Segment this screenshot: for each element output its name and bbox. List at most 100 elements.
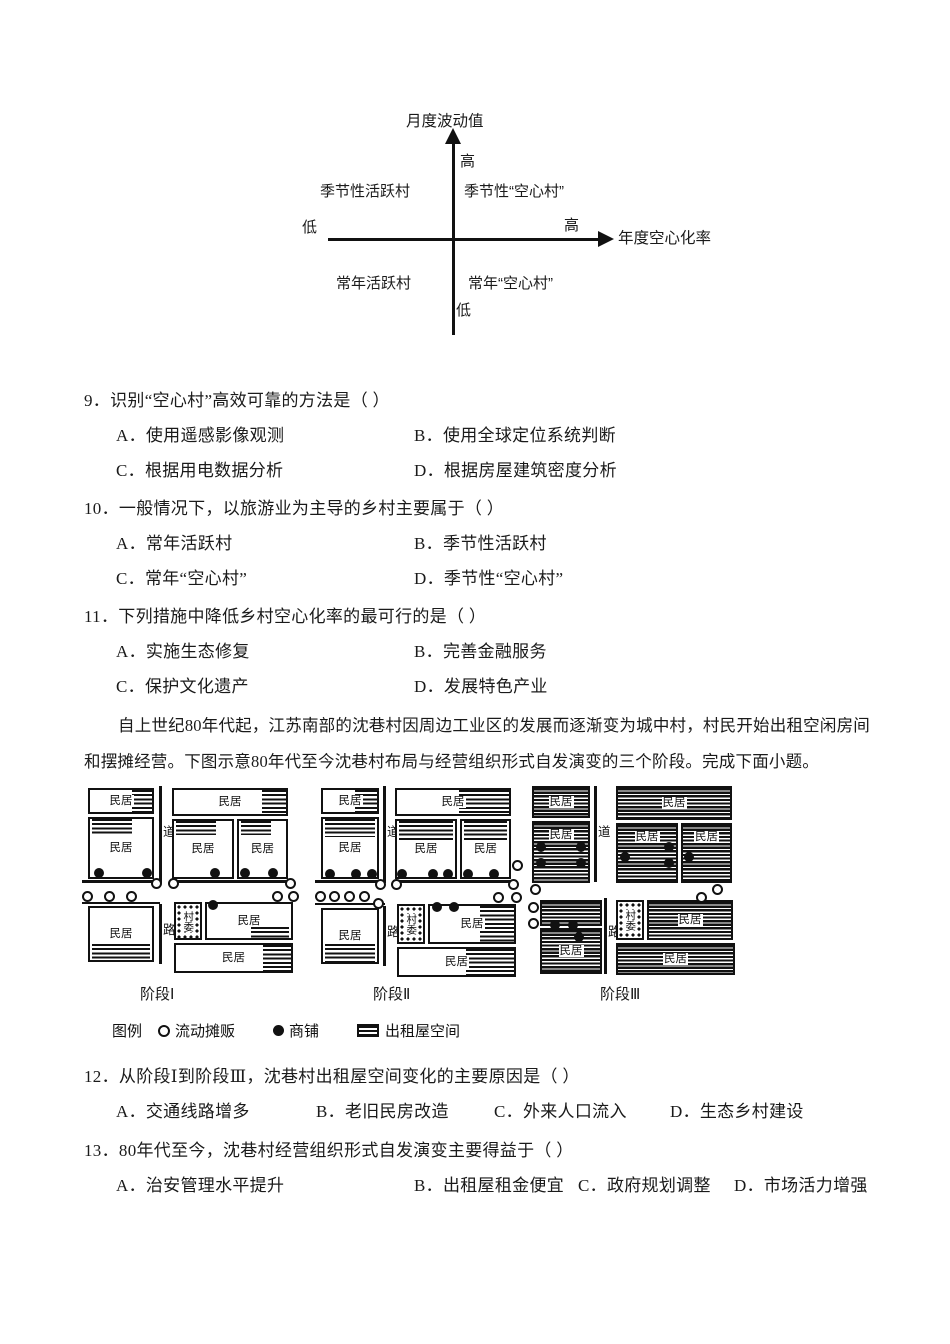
shop-marker	[210, 868, 220, 878]
question-11: 11．下列措施中降低乡村空心化率的最可行的是（ ） A．实施生态修复 B．完善金…	[84, 608, 884, 695]
stage-3-caption: 阶段Ⅲ	[600, 986, 641, 1003]
vendor-marker	[373, 898, 384, 909]
question-11-option-d[interactable]: D．发展特色产业	[414, 677, 548, 696]
building-label: 民居	[236, 914, 262, 928]
question-9-options-row-1: A．使用遥感影像观测 B．使用全球定位系统判断	[116, 427, 884, 444]
question-13-option-a[interactable]: A．治安管理水平提升	[116, 1176, 285, 1195]
question-12-option-d[interactable]: D．生态乡村建设	[670, 1102, 804, 1121]
question-13-option-b[interactable]: B．出租屋租金便宜	[414, 1176, 565, 1195]
table-row: 民居	[88, 788, 154, 814]
question-9-option-c[interactable]: C．根据用电数据分析	[116, 461, 284, 480]
table-row: 民居	[616, 786, 732, 820]
question-13-option-d[interactable]: D．市场活力增强	[734, 1176, 868, 1195]
stage-2-caption: 阶段Ⅱ	[373, 986, 411, 1003]
question-10-option-b[interactable]: B．季节性活跃村	[414, 534, 547, 553]
shop-marker	[664, 858, 674, 868]
shop-marker	[536, 842, 546, 852]
question-9-option-b[interactable]: B．使用全球定位系统判断	[414, 426, 616, 445]
table-row: 民居	[397, 947, 516, 977]
shop-marker	[94, 868, 104, 878]
shop-marker	[325, 869, 335, 879]
building-label: 民居	[337, 929, 363, 943]
question-10: 10．一般情况下，以旅游业为主导的乡村主要属于（ ） A．常年活跃村 B．季节性…	[84, 500, 884, 587]
quadrant-label-bottom-left: 常年活跃村	[336, 275, 412, 292]
question-9-stem: 9．识别“空心村”高效可靠的方法是（ ）	[84, 391, 390, 410]
shop-marker	[489, 869, 499, 879]
vendor-marker	[104, 891, 115, 902]
horizontal-road-left-lower	[82, 902, 160, 905]
horizontal-road-left	[315, 880, 386, 883]
table-row: 民居	[205, 902, 293, 940]
table-row: 民居	[647, 900, 733, 940]
question-10-option-a[interactable]: A．常年活跃村	[116, 534, 233, 553]
question-11-stem: 11．下列措施中降低乡村空心化率的最可行的是（ ）	[84, 607, 487, 626]
building-label: 民居	[634, 830, 660, 844]
legend-title: 图例	[112, 1023, 143, 1040]
shop-marker	[620, 852, 630, 862]
question-11-options-row-1: A．实施生态修复 B．完善金融服务	[116, 643, 884, 660]
building-label: 民居	[473, 842, 498, 856]
question-11-option-b[interactable]: B．完善金融服务	[414, 642, 547, 661]
building-label: 民居	[217, 795, 243, 809]
vendor-marker	[82, 891, 93, 902]
quadrant-classification-figure: 月度波动值 高 低 低 高 年度空心化率 季节性活跃村 季节性“空心村” 常年活…	[0, 100, 950, 360]
building-label: 民居	[337, 841, 363, 855]
building-label: 民居	[413, 842, 439, 856]
question-12: 12．从阶段Ⅰ到阶段Ⅲ，沈巷村出租屋空间变化的主要原因是（ ） A．交通线路增多…	[84, 1068, 884, 1120]
building-label: 民居	[108, 841, 134, 855]
stage-3-diagram: 民居 民居 道 民居 路 民居	[512, 780, 756, 980]
vertical-road	[159, 786, 162, 880]
vendor-marker	[511, 892, 522, 903]
building-label: 民居	[459, 917, 485, 931]
vendor-marker	[375, 879, 386, 890]
question-10-option-d[interactable]: D．季节性“空心村”	[414, 569, 564, 588]
vertical-axis-line	[452, 140, 455, 335]
table-row: 民居	[540, 928, 602, 974]
question-9-option-a[interactable]: A．使用遥感影像观测	[116, 426, 285, 445]
shop-marker	[268, 868, 278, 878]
vendor-marker	[126, 891, 137, 902]
quadrant-label-top-right: 季节性“空心村”	[464, 183, 564, 200]
vendor-marker	[168, 878, 179, 889]
table-row: 民居	[395, 819, 457, 879]
building-label: 民居	[190, 842, 216, 856]
shop-marker	[536, 858, 546, 868]
shop-marker	[664, 842, 674, 852]
vendor-marker	[359, 891, 370, 902]
vertical-road-lower	[159, 904, 162, 964]
vendor-marker	[696, 892, 707, 903]
table-row: 民居	[88, 906, 154, 962]
stage-2-diagram: 民居 民居 道 民居 路 民居 民居	[315, 780, 555, 980]
village-committee-block: 村委	[397, 904, 425, 944]
question-10-stem: 10．一般情况下，以旅游业为主导的乡村主要属于（ ）	[84, 499, 505, 518]
question-9: 9．识别“空心村”高效可靠的方法是（ ） A．使用遥感影像观测 B．使用全球定位…	[84, 392, 884, 479]
building-label: 民居	[440, 795, 466, 809]
vendor-marker	[315, 891, 326, 902]
legend-item-rental: 出租屋空间	[357, 1020, 460, 1041]
building-label: 民居	[663, 952, 688, 966]
circle-hollow-icon	[158, 1024, 171, 1037]
vendor-marker	[344, 891, 355, 902]
shop-marker	[568, 920, 578, 930]
question-9-option-d[interactable]: D．根据房屋建筑密度分析	[414, 461, 617, 480]
shop-marker	[684, 852, 694, 862]
quadrant-label-bottom-right: 常年“空心村”	[468, 275, 553, 292]
question-12-option-a[interactable]: A．交通线路增多	[116, 1102, 250, 1121]
building-label: 民居	[444, 955, 469, 969]
table-row: 民居	[321, 908, 379, 964]
question-11-option-a[interactable]: A．实施生态修复	[116, 642, 250, 661]
question-12-option-b[interactable]: B．老旧民房改造	[316, 1102, 449, 1121]
table-row: 民居	[616, 943, 735, 975]
legend-item-vendor: 流动摊贩	[158, 1020, 235, 1041]
vendor-marker	[391, 879, 402, 890]
question-13-option-c[interactable]: C．政府规划调整	[578, 1176, 711, 1195]
vendor-marker	[528, 918, 539, 929]
vendor-marker	[151, 878, 162, 889]
vertical-road-label: 道	[598, 825, 611, 839]
shop-marker	[443, 869, 453, 879]
question-12-option-c[interactable]: C．外来人口流入	[494, 1102, 627, 1121]
question-9-options-row-2: C．根据用电数据分析 D．根据房屋建筑密度分析	[116, 462, 884, 479]
question-10-option-c[interactable]: C．常年“空心村”	[116, 569, 248, 588]
question-11-option-c[interactable]: C．保护文化遗产	[116, 677, 249, 696]
vendor-marker	[272, 891, 283, 902]
